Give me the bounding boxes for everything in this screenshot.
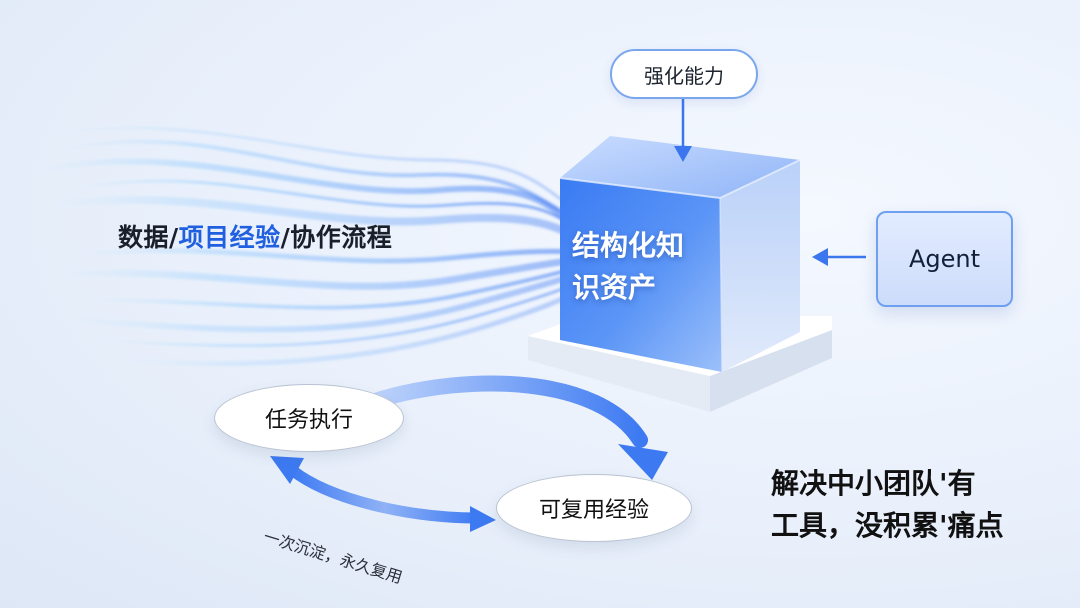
enhance-capability-pill: 强化能力 <box>610 49 758 99</box>
arrow-left-icon <box>812 248 866 266</box>
cube-label: 结构化知 识资产 <box>572 225 722 309</box>
cube-label-line2: 识资产 <box>572 271 657 304</box>
reusable-experience-node: 可复用经验 <box>496 474 692 542</box>
enhance-capability-label: 强化能力 <box>644 63 724 88</box>
arrow-down-icon <box>674 98 692 162</box>
input-flow-part-process: /协作流程 <box>280 223 393 252</box>
cube-label-line1: 结构化知 <box>572 229 685 262</box>
agent-box: Agent <box>876 211 1013 307</box>
knowledge-cube <box>559 136 801 373</box>
reusable-experience-label: 可复用经验 <box>538 498 649 523</box>
input-flow-label: 数据/项目经验/协作流程 <box>118 218 392 254</box>
task-execution-node: 任务执行 <box>214 384 404 452</box>
pain-point-line1: 解决中小团队'有 <box>771 467 976 500</box>
input-flow-part-data: 数据/ <box>118 223 179 252</box>
cycle-arrow-return-icon <box>270 456 496 532</box>
pain-point-line2: 工具，没积累'痛点 <box>771 509 1004 542</box>
pain-point-text: 解决中小团队'有 工具，没积累'痛点 <box>771 463 1004 547</box>
cycle-arrow-forward-icon <box>370 375 668 480</box>
task-execution-label: 任务执行 <box>264 408 353 433</box>
input-flow-part-project: 项目经验 <box>178 223 281 252</box>
agent-label: Agent <box>908 245 981 273</box>
